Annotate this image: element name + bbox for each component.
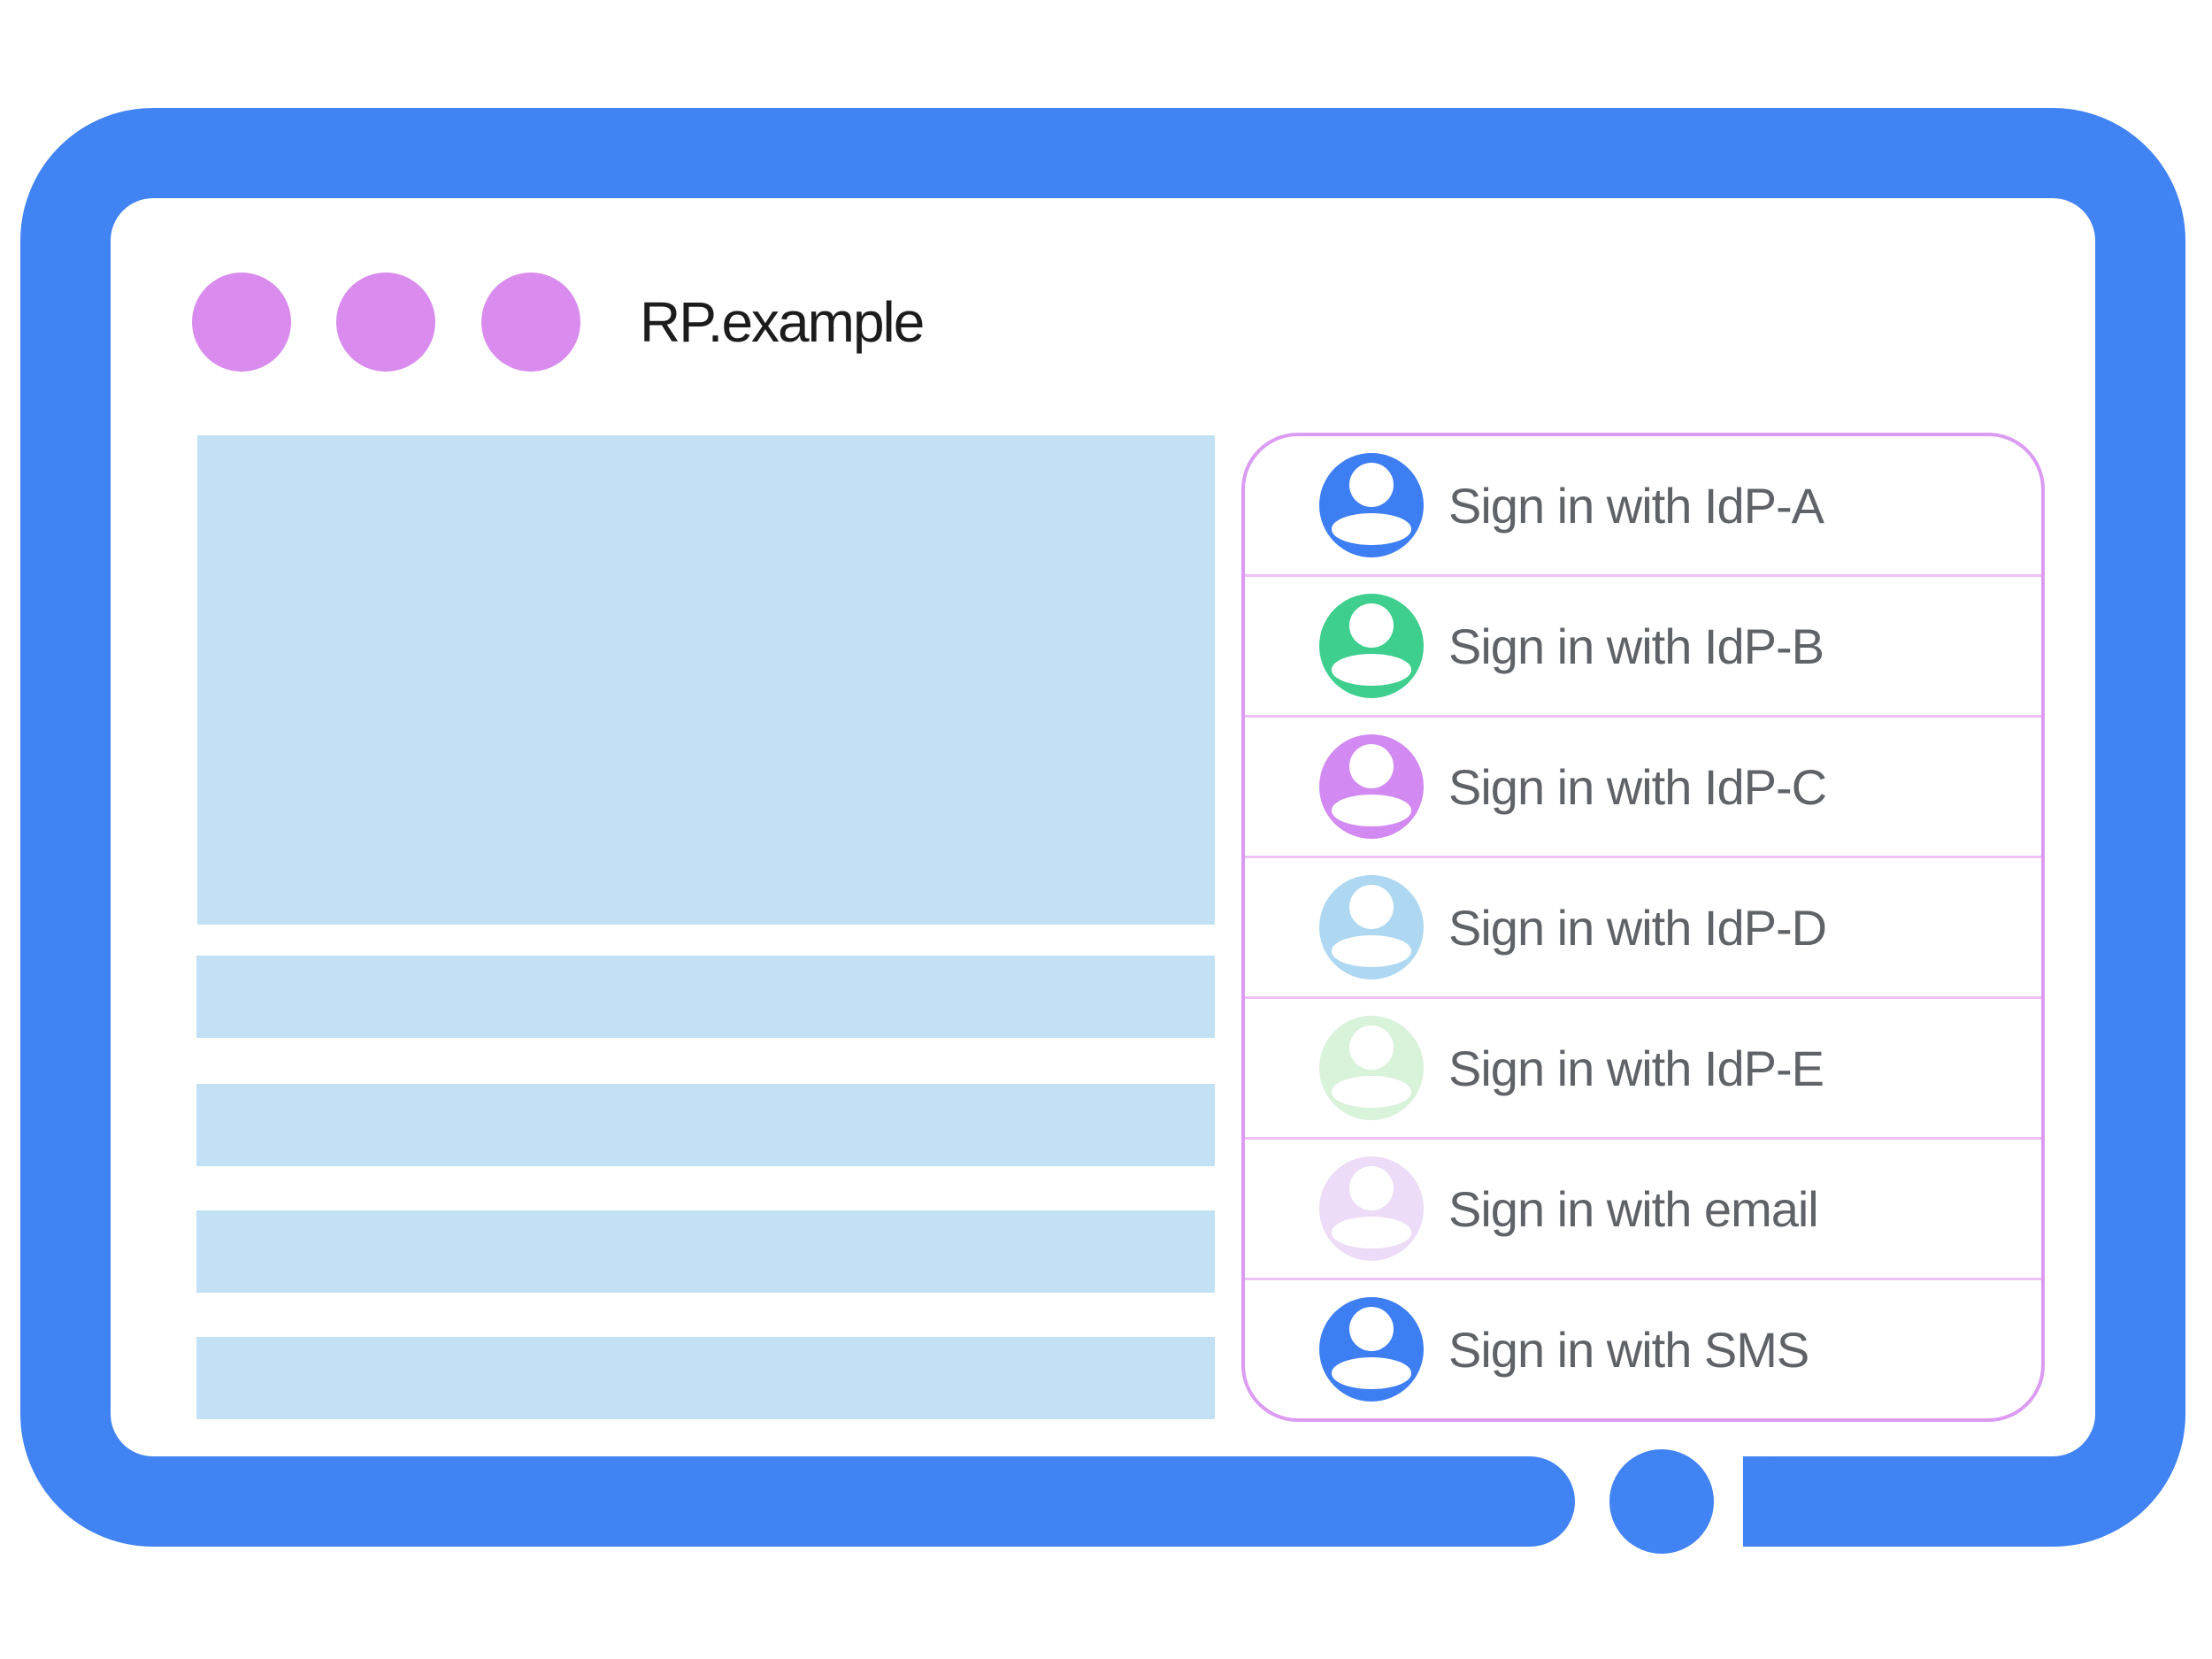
person-icon xyxy=(1319,734,1424,839)
signin-option-label: Sign in with IdP-D xyxy=(1448,899,1827,956)
person-icon xyxy=(1319,875,1424,979)
window-control-dot-2[interactable] xyxy=(336,273,435,372)
signin-option-idp-b[interactable]: Sign in with IdP-B xyxy=(1245,577,2041,718)
signin-option-email[interactable]: Sign in with email xyxy=(1245,1140,2041,1280)
window-control-dot-1[interactable] xyxy=(192,273,291,372)
content-placeholder-hero xyxy=(197,435,1215,925)
content-placeholder-row-1 xyxy=(196,956,1215,1038)
signin-option-idp-e[interactable]: Sign in with IdP-E xyxy=(1245,999,2041,1140)
notch-circle xyxy=(1609,1449,1714,1554)
content-placeholder-row-2 xyxy=(196,1084,1215,1166)
signin-option-idp-d[interactable]: Sign in with IdP-D xyxy=(1245,858,2041,999)
signin-option-idp-c[interactable]: Sign in with IdP-C xyxy=(1245,718,2041,858)
person-icon xyxy=(1319,594,1424,698)
signin-option-label: Sign in with IdP-A xyxy=(1448,477,1824,534)
page-title: RP.example xyxy=(640,290,925,354)
person-icon xyxy=(1319,1016,1424,1120)
content-placeholder-row-4 xyxy=(196,1337,1215,1419)
signin-option-label: Sign in with IdP-E xyxy=(1448,1040,1824,1096)
frame-bottom-right-segment-cap xyxy=(1743,1456,1902,1547)
person-icon xyxy=(1319,453,1424,557)
person-icon xyxy=(1319,1297,1424,1402)
signin-option-label: Sign in with SMS xyxy=(1448,1321,1809,1378)
signin-option-label: Sign in with IdP-C xyxy=(1448,758,1827,815)
content-placeholder-row-3 xyxy=(196,1210,1215,1293)
frame-bottom-left-segment-cap xyxy=(1416,1456,1575,1547)
signin-option-label: Sign in with IdP-B xyxy=(1448,618,1824,674)
signin-panel: Sign in with IdP-A Sign in with IdP-B Si… xyxy=(1241,433,2045,1422)
window-control-dot-3[interactable] xyxy=(481,273,580,372)
signin-option-idp-a[interactable]: Sign in with IdP-A xyxy=(1245,436,2041,577)
signin-option-sms[interactable]: Sign in with SMS xyxy=(1245,1280,2041,1418)
person-icon xyxy=(1319,1156,1424,1261)
signin-option-label: Sign in with email xyxy=(1448,1180,1819,1237)
